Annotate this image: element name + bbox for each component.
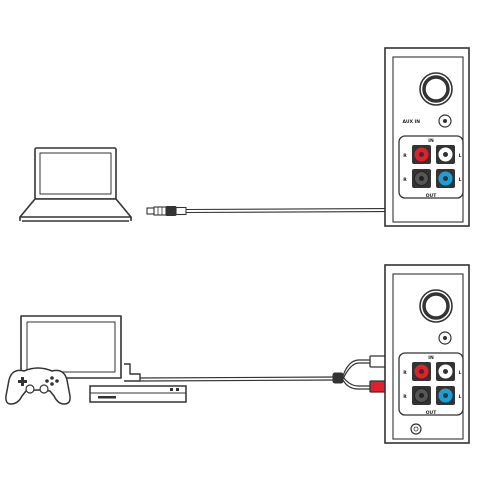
jack-side-label: R bbox=[403, 394, 407, 400]
gamepad-icon bbox=[5, 367, 71, 405]
rca-jack-in-r[interactable]: R bbox=[403, 362, 431, 381]
in-label: IN bbox=[428, 355, 434, 361]
laptop-icon bbox=[19, 147, 132, 222]
rca-jack-out-l[interactable]: L bbox=[436, 386, 462, 405]
out-label: OUT bbox=[426, 410, 437, 416]
volume-knob-icon[interactable] bbox=[419, 289, 453, 323]
jack-side-label: R bbox=[403, 177, 407, 183]
rca-jack-in-r[interactable]: R bbox=[403, 145, 431, 164]
rca-jack-in-l[interactable]: L bbox=[436, 362, 462, 381]
rca-jack-in-l[interactable]: L bbox=[436, 145, 462, 164]
jack-side-label: L bbox=[459, 370, 462, 376]
speaker-bottom: IN OUT R L R bbox=[384, 264, 470, 444]
jack-side-label: L bbox=[459, 153, 462, 159]
in-label: IN bbox=[428, 138, 434, 144]
jack-side-label: R bbox=[403, 370, 407, 376]
volume-knob-icon[interactable] bbox=[419, 72, 453, 106]
rca-jack-out-r[interactable]: R bbox=[403, 169, 431, 188]
out-label: OUT bbox=[426, 193, 437, 199]
jack-side-label: R bbox=[403, 153, 407, 159]
aux-in-jack[interactable] bbox=[438, 331, 452, 345]
jack-side-label: L bbox=[459, 177, 462, 183]
aux-in-jack[interactable] bbox=[438, 114, 452, 128]
rca-jack-out-r[interactable]: R bbox=[403, 386, 431, 405]
top-setup: AUX IN IN OUT R L bbox=[19, 47, 470, 227]
game-console-icon bbox=[89, 385, 187, 403]
stereo-cable bbox=[146, 206, 410, 216]
aux-in-label: AUX IN bbox=[403, 119, 421, 125]
rca-jack-out-l[interactable]: L bbox=[436, 169, 462, 188]
bottom-setup: IN OUT R L R bbox=[5, 264, 470, 444]
speaker-top: AUX IN IN OUT R L bbox=[384, 47, 470, 227]
jack-side-label: L bbox=[459, 394, 462, 400]
power-button-icon[interactable] bbox=[410, 423, 422, 435]
